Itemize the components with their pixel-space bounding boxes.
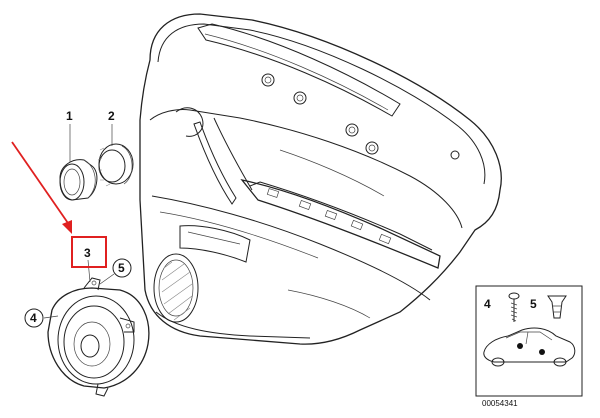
screw-icon [508, 292, 520, 322]
callout-number-1: 1 [66, 109, 73, 123]
callout-number-3: 3 [84, 246, 91, 260]
highlight-box [71, 236, 107, 268]
inset-panel: 4 5 00054341 [475, 285, 583, 408]
callout-number-5: 5 [118, 261, 125, 275]
callout-circle-4 [24, 308, 44, 328]
inset-legend-number-4: 4 [484, 297, 491, 311]
part-2-ring [97, 143, 134, 187]
part-1-cap [59, 159, 98, 201]
leader-lines [43, 124, 115, 319]
callout-number-4: 4 [30, 311, 37, 325]
inset-legend-number-5: 5 [530, 297, 537, 311]
car-outline-icon [483, 327, 576, 367]
callout-circle-5 [112, 258, 132, 278]
callout-number-2: 2 [108, 109, 115, 123]
door-trim-panel [139, 13, 502, 345]
red-arrow [11, 141, 72, 234]
clip-icon [547, 295, 567, 319]
catalog-code: 00054341 [482, 399, 518, 408]
loudspeaker [47, 277, 150, 397]
